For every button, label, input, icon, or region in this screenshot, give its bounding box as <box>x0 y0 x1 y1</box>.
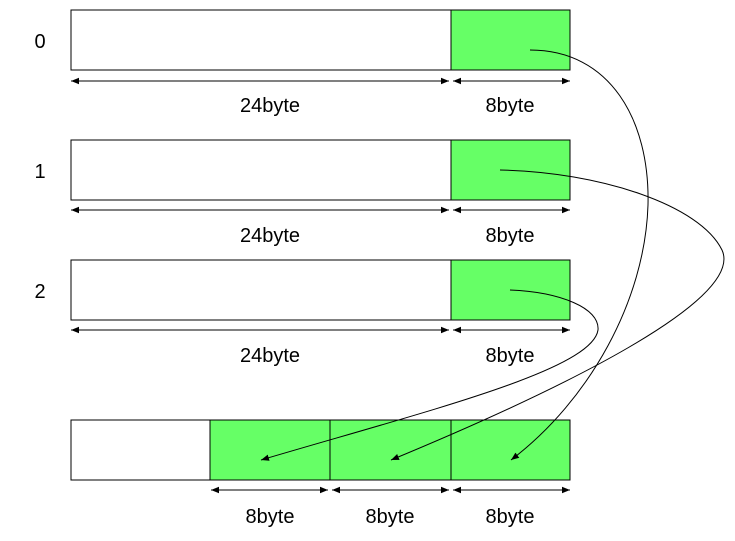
pointer-arrow-row-0 <box>510 49 649 461</box>
size-label-24byte: 24byte <box>240 225 300 247</box>
size-label-8byte: 8byte <box>486 225 535 247</box>
header-block-24byte <box>70 139 452 201</box>
size-label-24byte: 24byte <box>240 345 300 367</box>
row-index-label: 0 <box>34 31 45 53</box>
size-label-8byte: 8byte <box>486 506 535 528</box>
header-block-24byte <box>70 9 452 71</box>
bottom-plain-block <box>70 419 211 481</box>
size-label-8byte: 8byte <box>486 345 535 367</box>
row-0: 0 24byte 8byte <box>34 9 571 117</box>
row-index-label: 1 <box>34 161 45 183</box>
bottom-slot-0 <box>209 419 331 481</box>
size-label-8byte: 8byte <box>366 506 415 528</box>
size-label-24byte: 24byte <box>240 95 300 117</box>
row-2: 2 24byte 8byte <box>34 259 571 367</box>
bottom-array: 8byte 8byte 8byte <box>70 419 571 528</box>
pointer-arrow-row-1 <box>390 169 725 461</box>
pointer-block-8byte <box>450 9 571 71</box>
size-label-8byte: 8byte <box>246 506 295 528</box>
pointer-arrow-row-2 <box>260 289 599 461</box>
size-label-8byte: 8byte <box>486 95 535 117</box>
row-index-label: 2 <box>34 281 45 303</box>
row-1: 1 24byte 8byte <box>34 139 571 247</box>
bottom-slot-1 <box>329 419 452 481</box>
header-block-24byte <box>70 259 452 321</box>
bottom-slot-2 <box>450 419 571 481</box>
